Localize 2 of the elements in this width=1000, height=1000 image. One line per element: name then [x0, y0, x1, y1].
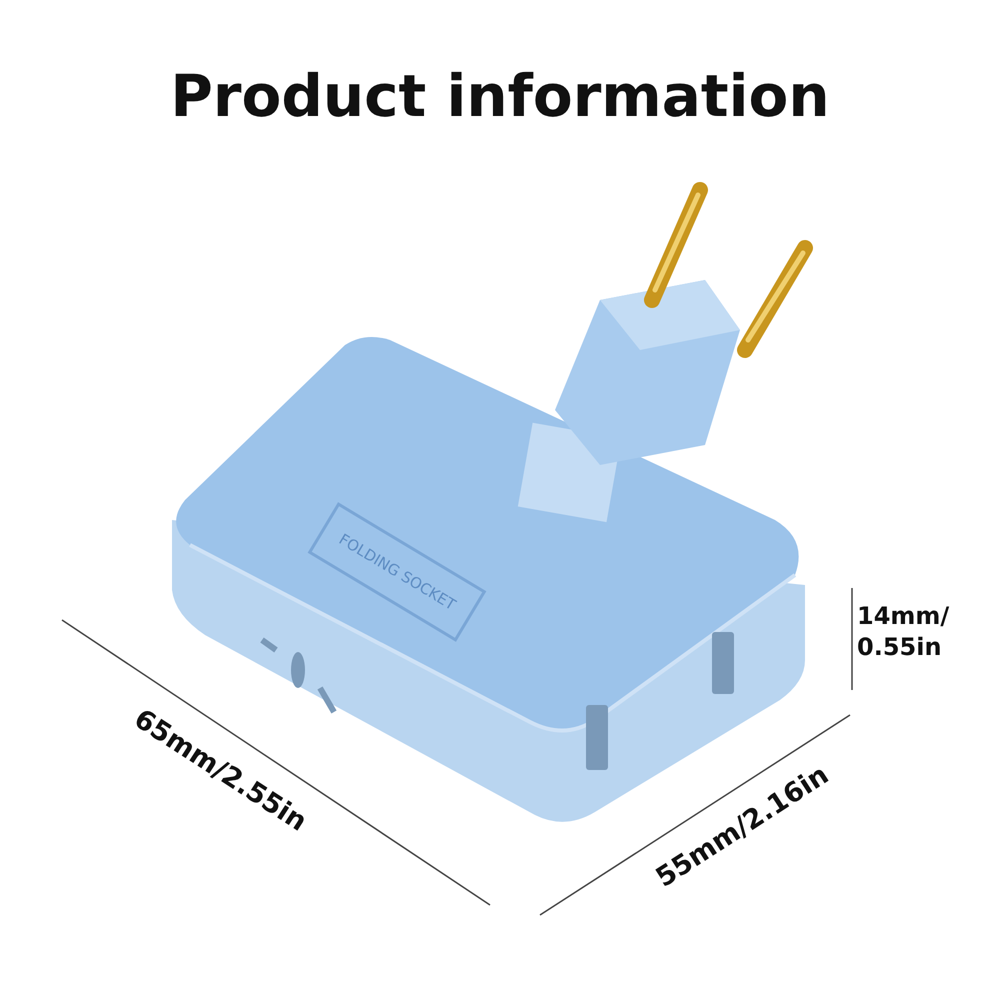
title: Product information: [169, 62, 831, 130]
dimension-label: 14mm/ 0.55in: [857, 601, 950, 664]
